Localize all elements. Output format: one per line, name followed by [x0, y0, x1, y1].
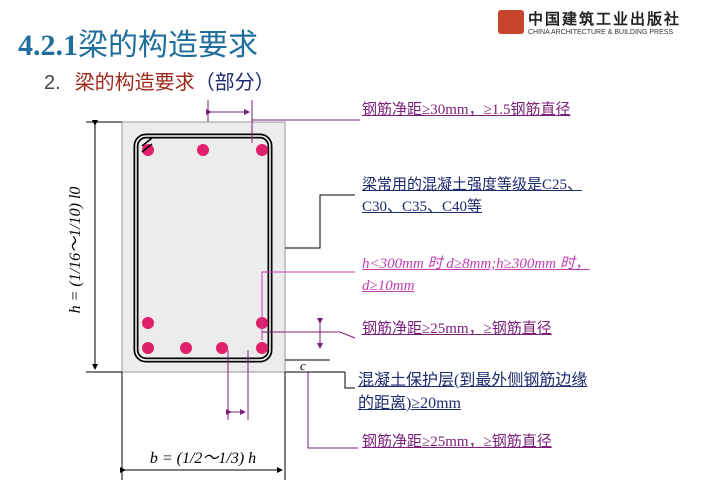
logo-icon [498, 10, 524, 34]
cover-symbol: c [300, 358, 306, 373]
height-label: h = (1/16～1/10) l0 [67, 187, 84, 314]
subtitle-text: 梁的构造要求 [74, 70, 195, 94]
rebar [256, 342, 268, 354]
subtitle: 2. 梁的构造要求（部分） [44, 66, 275, 95]
page-title: 4.2.1梁的构造要求 [18, 20, 258, 64]
subtitle-suffix: （部分） [194, 70, 275, 94]
note-bottom-spacing: 钢筋净距≥25mm，≥钢筋直径 [362, 434, 552, 450]
rebar [180, 342, 192, 354]
note-top-spacing: 钢筋净距≥30mm，≥1.5钢筋直径 [362, 102, 571, 118]
subtitle-number: 2. [44, 72, 61, 94]
rebar [142, 317, 154, 329]
width-dimension [120, 372, 286, 480]
title-number: 4.2.1 [18, 29, 78, 62]
note-bar-diameter-1: h<300mm 时 d≥8mm;h≥300mm 时， [362, 256, 590, 272]
rebars [142, 144, 268, 354]
note-concrete-grade-1: 梁常用的混凝土强度等级是C25、 [362, 177, 583, 193]
title-text: 梁的构造要求 [78, 28, 258, 63]
rebar [197, 144, 209, 156]
rebar [142, 144, 154, 156]
note-concrete-grade-2: C30、C35、C40等 [362, 199, 483, 215]
concrete-section [121, 121, 286, 373]
note-bar-diameter-2: d≥10mm [362, 278, 415, 294]
width-label: b = (1/2～1/3) h [150, 450, 256, 467]
note-cover-2: 的距离)≥20mm [358, 395, 462, 412]
rebar [142, 342, 154, 354]
logo-en: CHINA ARCHITECTURE & BUILDING PRESS [528, 29, 674, 36]
rebar [256, 144, 268, 156]
note-row-spacing: 钢筋净距≥25mm，≥钢筋直径 [362, 321, 552, 337]
publisher-logo: 中国建筑工业出版社 CHINA ARCHITECTURE & BUILDING … [498, 8, 681, 36]
rebar [216, 342, 228, 354]
note-cover-1: 混凝土保护层(到最外侧钢筋边缘 [358, 372, 588, 389]
height-dimension [86, 120, 122, 373]
logo-cn: 中国建筑工业出版社 [528, 10, 682, 28]
